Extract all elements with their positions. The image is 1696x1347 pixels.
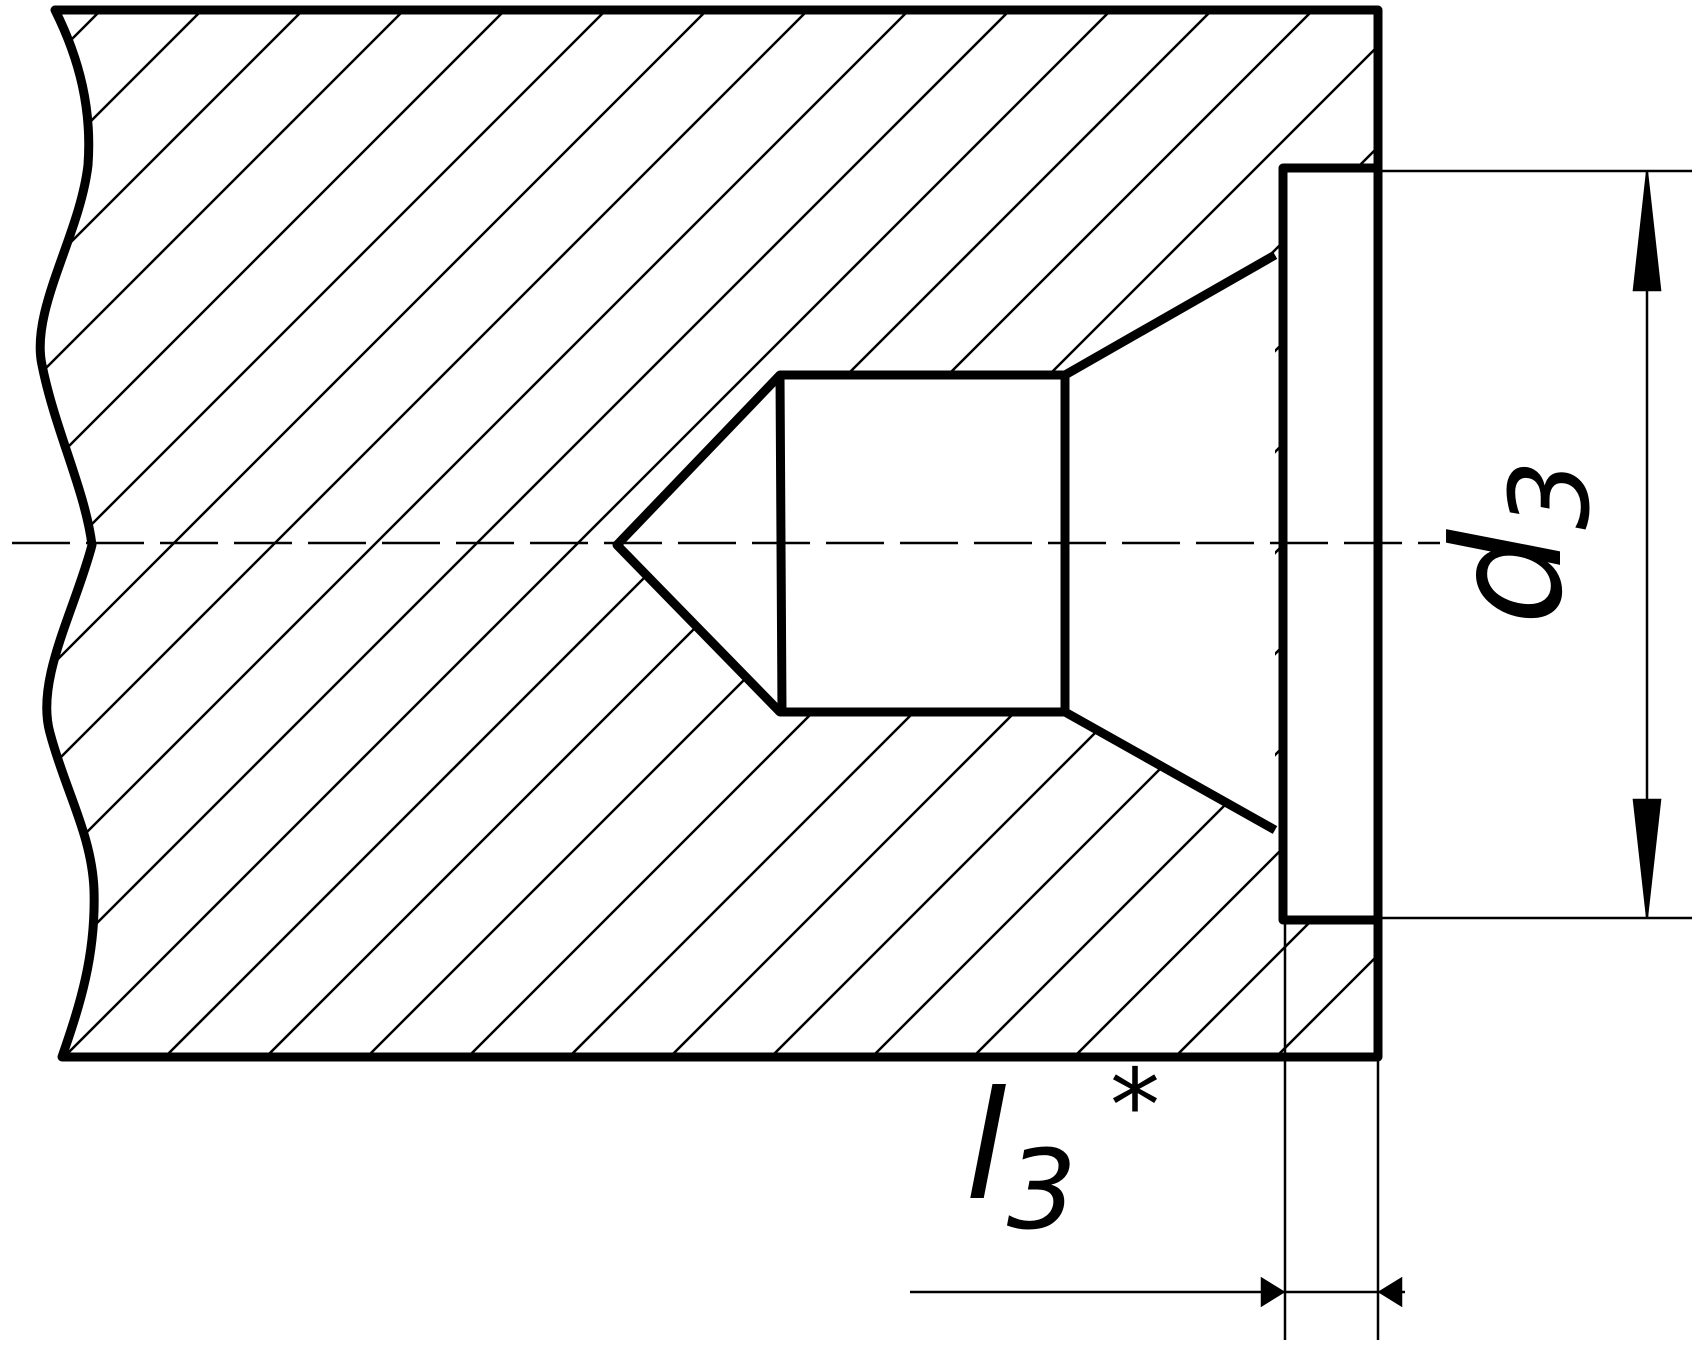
hatch-line bbox=[111, 10, 1223, 1057]
hatch-line bbox=[40, 10, 718, 1057]
diameter-subscript: 3 bbox=[1486, 460, 1614, 530]
hatch-line bbox=[0, 0, 10, 1110]
hatch-line bbox=[1020, 10, 1378, 1057]
hatch-line bbox=[40, 10, 920, 1057]
arrow-left-icon bbox=[1377, 1276, 1403, 1308]
workpiece-outline bbox=[35, 5, 1383, 1062]
arrow-right-icon bbox=[1260, 1276, 1286, 1308]
hatch-line bbox=[40, 10, 516, 1057]
depth-dimension bbox=[910, 920, 1405, 1340]
arrow-down-icon bbox=[1632, 798, 1662, 917]
hatch-line bbox=[40, 10, 213, 1057]
arrow-up-icon bbox=[1632, 172, 1662, 292]
hatch-line bbox=[40, 10, 415, 1057]
depth-mark: * bbox=[1110, 1047, 1160, 1164]
hatch-line bbox=[40, 10, 1021, 1057]
diameter-symbol: d bbox=[1422, 529, 1596, 625]
hatch-line bbox=[40, 10, 1122, 1057]
depth-subscript: 3 bbox=[1007, 1126, 1077, 1254]
hatch-line bbox=[40, 10, 819, 1057]
hatch-line bbox=[919, 10, 1378, 1057]
hatch-line bbox=[212, 10, 1324, 1057]
diameter-dimension bbox=[1378, 169, 1692, 920]
hatch-line bbox=[40, 10, 314, 1057]
diameter-label: d3 bbox=[1422, 460, 1614, 625]
hatch-line bbox=[1121, 10, 1378, 1057]
depth-symbol: l bbox=[965, 1060, 1007, 1234]
hatch-line bbox=[313, 10, 1378, 1057]
depth-label: l3 bbox=[965, 1060, 1077, 1254]
